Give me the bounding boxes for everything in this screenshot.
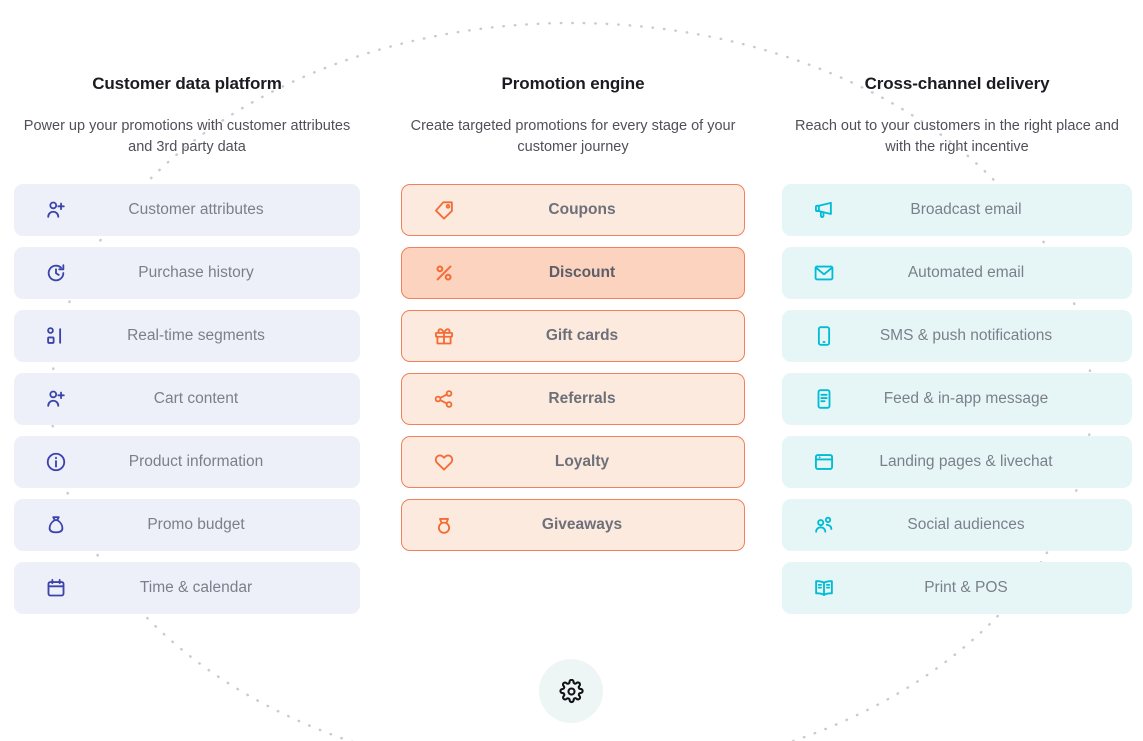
card-discount[interactable]: Discount: [401, 247, 745, 299]
card-giveaways[interactable]: Giveaways: [401, 499, 745, 551]
card-label: Broadcast email: [910, 201, 1022, 218]
card-label: Social audiences: [907, 516, 1025, 533]
tag-icon: [432, 198, 456, 222]
card-list-promotion-engine: Coupons Discount: [401, 184, 745, 562]
segments-icon: [44, 324, 68, 348]
card-sms-push-notifications[interactable]: SMS & push notifications: [782, 310, 1132, 362]
card-loyalty[interactable]: Loyalty: [401, 436, 745, 488]
card-social-audiences[interactable]: Social audiences: [782, 499, 1132, 551]
column-title-promotion-engine: Promotion engine: [501, 74, 645, 93]
mobile-icon: [812, 324, 836, 348]
gift-icon: [432, 324, 456, 348]
card-label: SMS & push notifications: [879, 327, 1053, 344]
browser-window-icon: [812, 450, 836, 474]
column-cross-channel-delivery: Cross-channel delivery Reach out to your…: [772, 74, 1143, 625]
column-title-customer-data-platform: Customer data platform: [92, 74, 282, 93]
card-promo-budget[interactable]: Promo budget: [14, 499, 360, 551]
card-automated-email[interactable]: Automated email: [782, 247, 1132, 299]
card-purchase-history[interactable]: Purchase history: [14, 247, 360, 299]
user-plus-icon: [44, 198, 68, 222]
card-label: Feed & in-app message: [883, 390, 1049, 407]
card-feed-in-app-message[interactable]: Feed & in-app message: [782, 373, 1132, 425]
card-label: Gift cards: [545, 327, 619, 344]
card-label: Real-time segments: [127, 327, 265, 344]
people-icon: [812, 513, 836, 537]
column-subtitle-customer-data-platform: Power up your promotions with customer a…: [23, 118, 351, 155]
card-label: Print & POS: [924, 579, 1008, 596]
card-label: Automated email: [907, 264, 1025, 281]
card-label: Referrals: [548, 390, 616, 407]
card-label: Giveaways: [541, 516, 623, 533]
card-product-information[interactable]: Product information: [14, 436, 360, 488]
card-label: Coupons: [548, 201, 616, 218]
calendar-icon: [44, 576, 68, 600]
card-label: Product information: [128, 453, 264, 470]
info-circle-icon: [44, 450, 68, 474]
card-label: Landing pages & livechat: [879, 453, 1053, 470]
ring-icon: [432, 513, 456, 537]
card-referrals[interactable]: Referrals: [401, 373, 745, 425]
user-plus-icon: [44, 387, 68, 411]
column-promotion-engine: Promotion engine Create targeted promoti…: [374, 74, 772, 625]
card-label: Promo budget: [147, 516, 245, 533]
column-title-cross-channel-delivery: Cross-channel delivery: [864, 74, 1050, 93]
card-label: Time & calendar: [139, 579, 253, 596]
column-subtitle-cross-channel-delivery: Reach out to your customers in the right…: [794, 118, 1119, 155]
card-customer-attributes[interactable]: Customer attributes: [14, 184, 360, 236]
megaphone-icon: [812, 198, 836, 222]
open-book-icon: [812, 576, 836, 600]
card-print-pos[interactable]: Print & POS: [782, 562, 1132, 614]
column-subtitle-promotion-engine: Create targeted promotions for every sta…: [410, 118, 736, 155]
card-coupons[interactable]: Coupons: [401, 184, 745, 236]
card-label: Cart content: [153, 390, 239, 407]
column-customer-data-platform: Customer data platform Power up your pro…: [0, 74, 374, 625]
card-label: Loyalty: [554, 453, 610, 470]
card-label: Customer attributes: [128, 201, 264, 218]
history-refresh-icon: [44, 261, 68, 285]
money-bag-icon: [44, 513, 68, 537]
card-real-time-segments[interactable]: Real-time segments: [14, 310, 360, 362]
settings-hub-button[interactable]: [539, 659, 603, 723]
card-time-calendar[interactable]: Time & calendar: [14, 562, 360, 614]
share-icon: [432, 387, 456, 411]
feed-icon: [812, 387, 836, 411]
card-label: Discount: [548, 264, 616, 281]
card-cart-content[interactable]: Cart content: [14, 373, 360, 425]
card-gift-cards[interactable]: Gift cards: [401, 310, 745, 362]
heart-icon: [432, 450, 456, 474]
card-list-cross-channel-delivery: Broadcast email Automated email: [782, 184, 1132, 625]
percent-icon: [432, 261, 456, 285]
card-landing-pages-livechat[interactable]: Landing pages & livechat: [782, 436, 1132, 488]
card-broadcast-email[interactable]: Broadcast email: [782, 184, 1132, 236]
card-label: Purchase history: [138, 264, 254, 281]
columns-container: Customer data platform Power up your pro…: [0, 74, 1143, 625]
envelope-icon: [812, 261, 836, 285]
gear-icon: [558, 678, 584, 704]
card-list-customer-data-platform: Customer attributes Purchase history: [14, 184, 360, 625]
